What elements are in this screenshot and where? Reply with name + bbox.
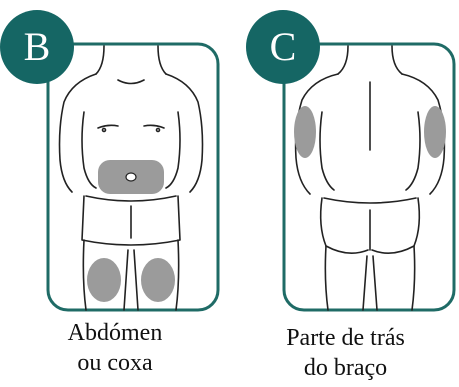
caption-line-1: Abdómen — [0, 318, 230, 348]
right-upper-arm-zone — [424, 106, 446, 158]
left-upper-arm-zone — [294, 106, 316, 158]
caption-back-of-arm: Parte de trás do braço — [232, 323, 459, 383]
left-thigh-zone — [87, 258, 121, 302]
panel-back-of-arm: C Parte de trás do braço — [232, 0, 459, 387]
right-thigh-zone — [141, 258, 175, 302]
caption-line-1: Parte de trás — [232, 323, 459, 353]
frame-border — [284, 44, 454, 310]
badge-c: C — [246, 10, 320, 84]
caption-abdomen-thigh: Abdómen ou coxa — [0, 318, 230, 378]
panel-abdomen-thigh: B Abdómen ou coxa — [0, 0, 230, 387]
badge-b: B — [0, 10, 74, 84]
caption-line-2: do braço — [232, 353, 459, 383]
navel — [126, 173, 136, 181]
back-body-outline — [296, 46, 445, 310]
caption-line-2: ou coxa — [0, 348, 230, 378]
